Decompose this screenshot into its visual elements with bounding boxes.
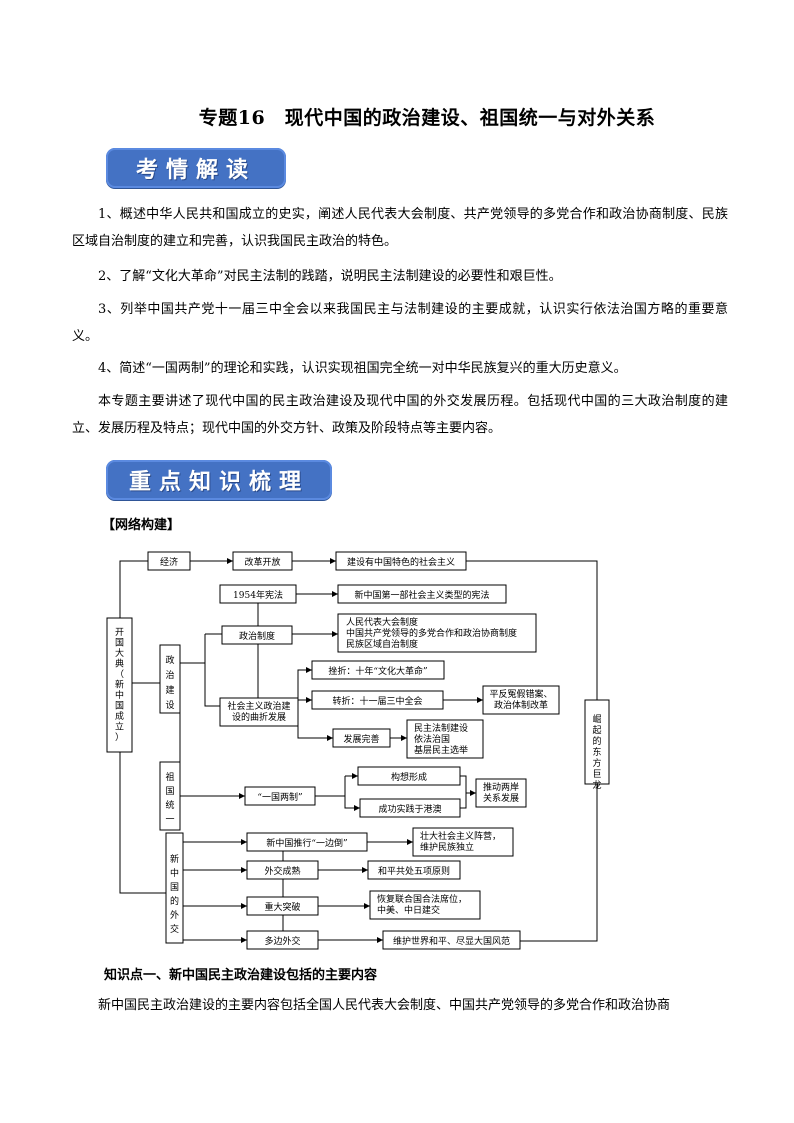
knowledge-point-1-text: 新中国民主政治建设的主要内容包括全国人民代表大会制度、中国共产党领导的多党合作和…	[98, 998, 671, 1013]
node-develop: 发展完善	[343, 733, 379, 745]
node-reform: 改革开放	[244, 556, 280, 568]
node-political-system: 政治制度	[239, 630, 275, 642]
paragraph-2: 2、了解“文化大革命”对民主法制的践踏，说明民主法制建设的必要性和艰巨性。	[98, 269, 562, 284]
system-desc-3: 民族区域自治制度	[346, 638, 418, 650]
node-lean-one-side: 新中国推行“一边倒”	[266, 837, 347, 849]
d4-desc: 维护世界和平、尽显大国风范	[393, 935, 510, 947]
develop-desc-1: 民主法制建设	[414, 722, 468, 734]
paragraph-4: 4、简述“一国两制”的理论和实践，认识实现祖国完全统一对中华民族复兴的重大历史意…	[98, 361, 627, 376]
page-title: 专题16 现代中国的政治建设、祖国统一与对外关系	[198, 107, 656, 129]
system-desc-2: 中国共产党领导的多党合作和政治协商制度	[346, 627, 517, 639]
develop-desc-2: 依法治国	[414, 733, 450, 745]
develop-desc-3: 基层民主选举	[414, 744, 468, 756]
twists-line-2: 设的曲折发展	[232, 711, 286, 723]
node-mature-diplomacy: 外交成熟	[264, 865, 300, 877]
cross-strait-1: 推动两岸	[483, 781, 519, 793]
node-economy: 经济	[160, 556, 178, 568]
paragraph-1: 1、概述中华人民共和国成立的史实，阐述人民代表大会制度、共产党领导的多党合作和政…	[72, 207, 728, 249]
turn-desc-1: 平反冤假错案、	[489, 688, 552, 700]
node-constitution: 1954年宪法	[233, 589, 283, 601]
node-breakthrough: 重大突破	[264, 901, 300, 913]
node-practice: 成功实践于港澳	[378, 803, 441, 815]
node-diplomacy: 新中国的外交	[170, 853, 179, 935]
node-one-country: “一国两制”	[257, 791, 302, 803]
d3-desc-2: 中美、中日建交	[377, 904, 440, 916]
system-desc-1: 人民代表大会制度	[346, 616, 418, 628]
node-conceive: 构想形成	[391, 771, 427, 783]
cross-strait-2: 关系发展	[483, 792, 519, 804]
section-banner-key-knowledge: 重点知识梳理	[106, 460, 332, 500]
node-political-construction: 政治建设	[165, 654, 174, 711]
node-reunification: 祖国统一	[165, 771, 174, 825]
network-label: 【网络构建】	[102, 518, 181, 533]
node-socialism: 建设有中国特色的社会主义	[347, 556, 455, 568]
section-banner-exam-interpretation: 考情解读	[106, 148, 286, 188]
d3-desc-1: 恢复联合国合法席位，	[377, 893, 467, 905]
turn-desc-2: 政治体制改革	[494, 699, 548, 711]
twists-line-1: 社会主义政治建	[227, 700, 290, 712]
node-constitution-desc: 新中国第一部社会主义类型的宪法	[354, 589, 489, 601]
node-multilateral: 多边外交	[264, 935, 300, 947]
node-setback: 挫折：十年“文化大革命”	[328, 665, 427, 677]
node-rising-dragon: 崛起的东方巨龙	[592, 714, 601, 791]
node-founding-ceremony: 开国大典（新中国成立）	[115, 627, 124, 743]
paragraph-5: 本专题主要讲述了现代中国的民主政治建设及现代中国的外交发展历程。包括现代中国的三…	[72, 394, 728, 436]
d1-desc-2: 维护民族独立	[420, 841, 474, 853]
d1-desc-1: 壮大社会主义阵营，	[420, 830, 501, 842]
knowledge-point-1-title: 知识点一、新中国民主政治建设包括的主要内容	[104, 968, 378, 983]
node-turn: 转折：十一届三中全会	[332, 695, 422, 707]
d2-desc: 和平共处五项原则	[378, 865, 450, 877]
paragraph-3: 3、列举中国共产党十一届三中全会以来我国民主与法制建设的主要成就，认识实行依法治…	[72, 302, 728, 344]
